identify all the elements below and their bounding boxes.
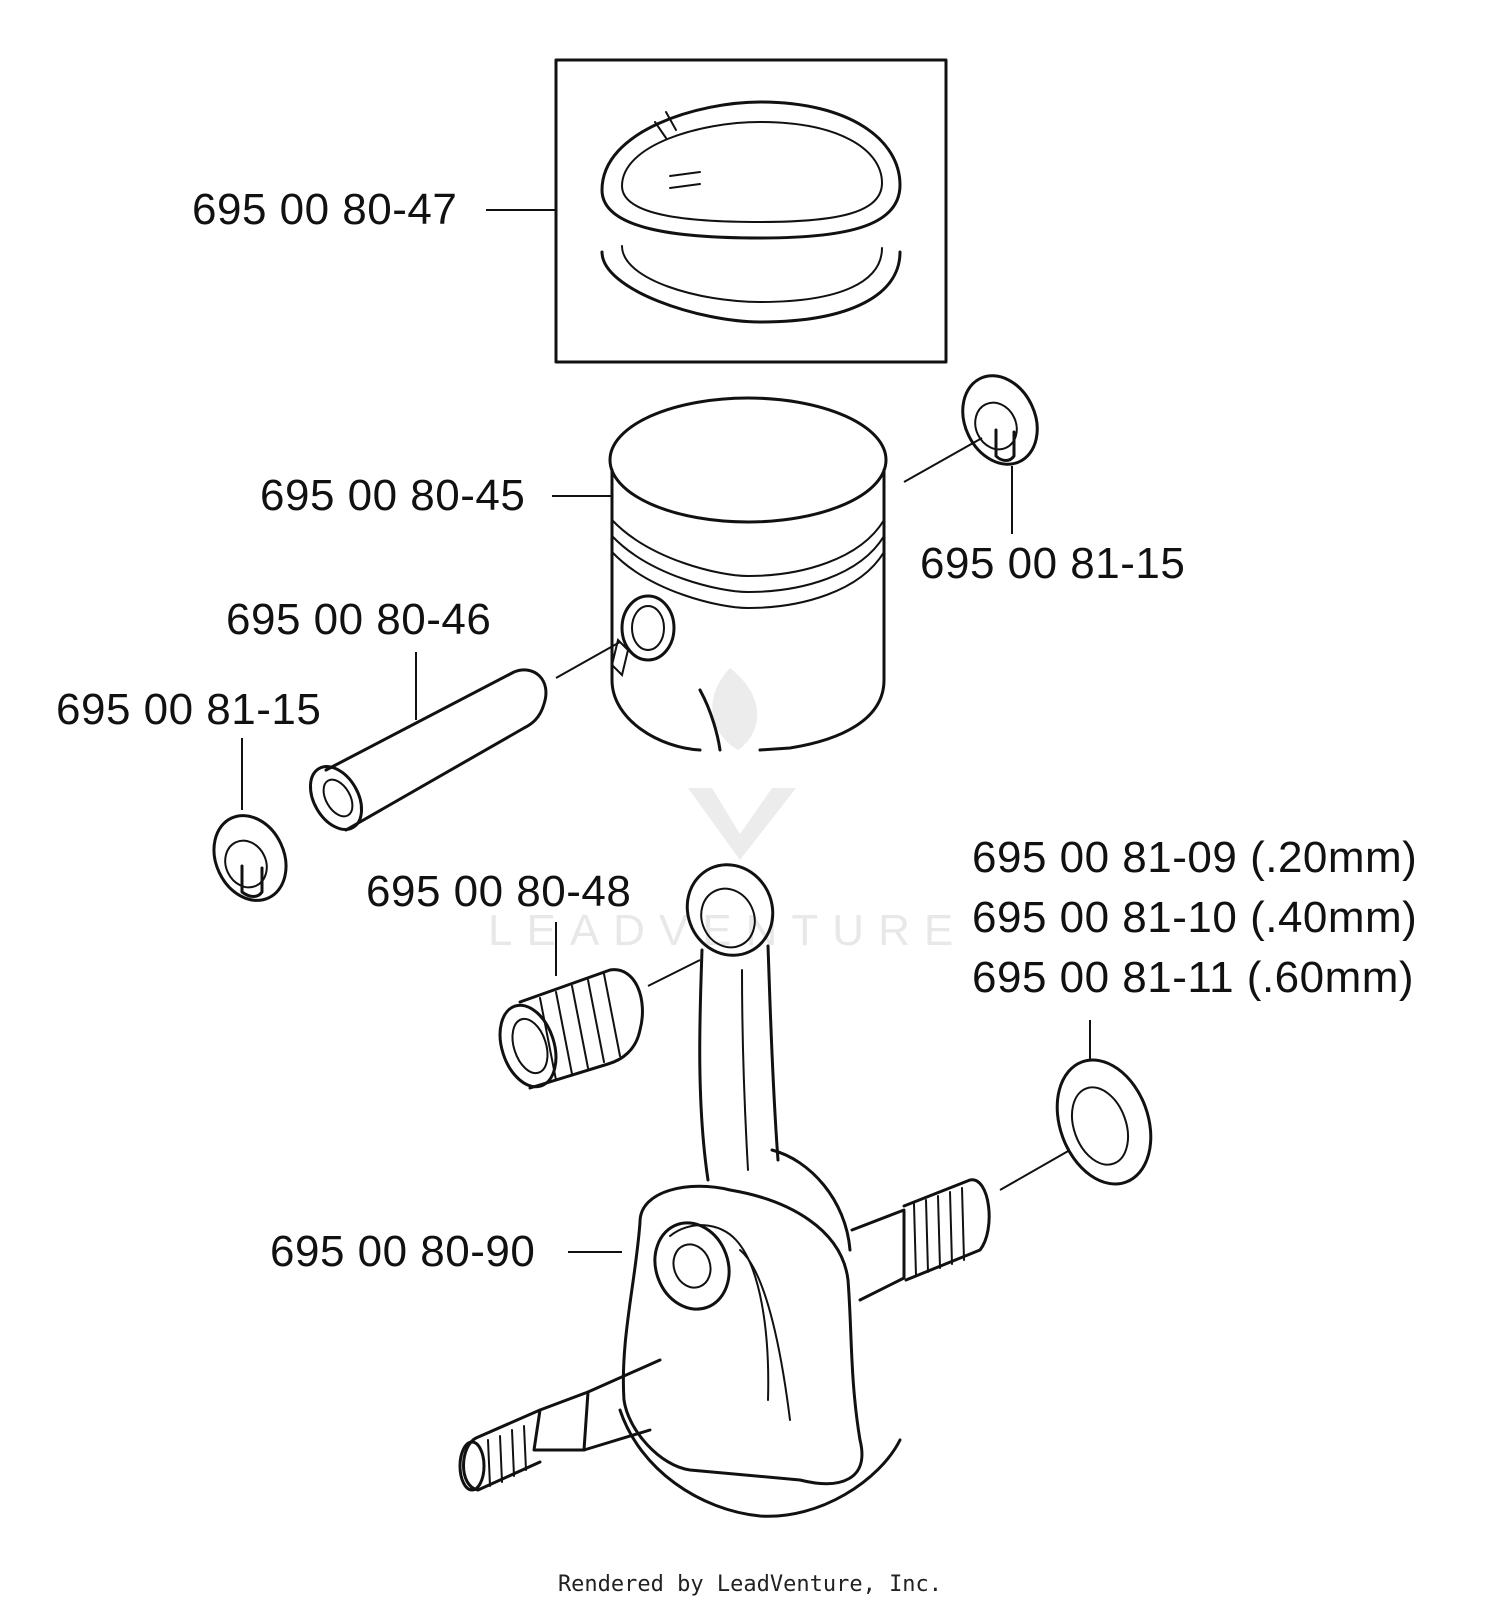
piston-rings-drawing <box>554 58 948 364</box>
label-piston-rings: 695 00 80-47 <box>192 185 458 234</box>
needle-bearing-drawing <box>498 922 701 1090</box>
label-washer-060: 695 00 81-11 (.60mm) <box>972 953 1415 1002</box>
label-crankshaft: 695 00 80-90 <box>270 1227 536 1276</box>
watermark-text: LEADVENTURE <box>488 906 968 955</box>
label-circlip-right: 695 00 81-15 <box>920 539 1186 588</box>
thrust-washer-drawing <box>999 1020 1153 1191</box>
piston-pin-drawing <box>308 652 548 832</box>
footer-credit: Rendered by LeadVenture, Inc. <box>557 1572 943 1597</box>
label-circlip-left: 695 00 81-15 <box>56 685 322 734</box>
label-piston-pin: 695 00 80-46 <box>226 595 492 644</box>
label-washer-040: 695 00 81-10 (.40mm) <box>972 893 1418 942</box>
circlip-left-drawing <box>212 738 288 902</box>
piston-drawing <box>555 396 983 752</box>
label-washer-020: 695 00 81-09 (.20mm) <box>972 833 1418 882</box>
label-needle-bearing: 695 00 80-48 <box>366 867 632 916</box>
crankshaft-drawing <box>458 863 991 1518</box>
circlip-right-drawing <box>961 374 1039 534</box>
label-piston: 695 00 80-45 <box>260 471 526 520</box>
